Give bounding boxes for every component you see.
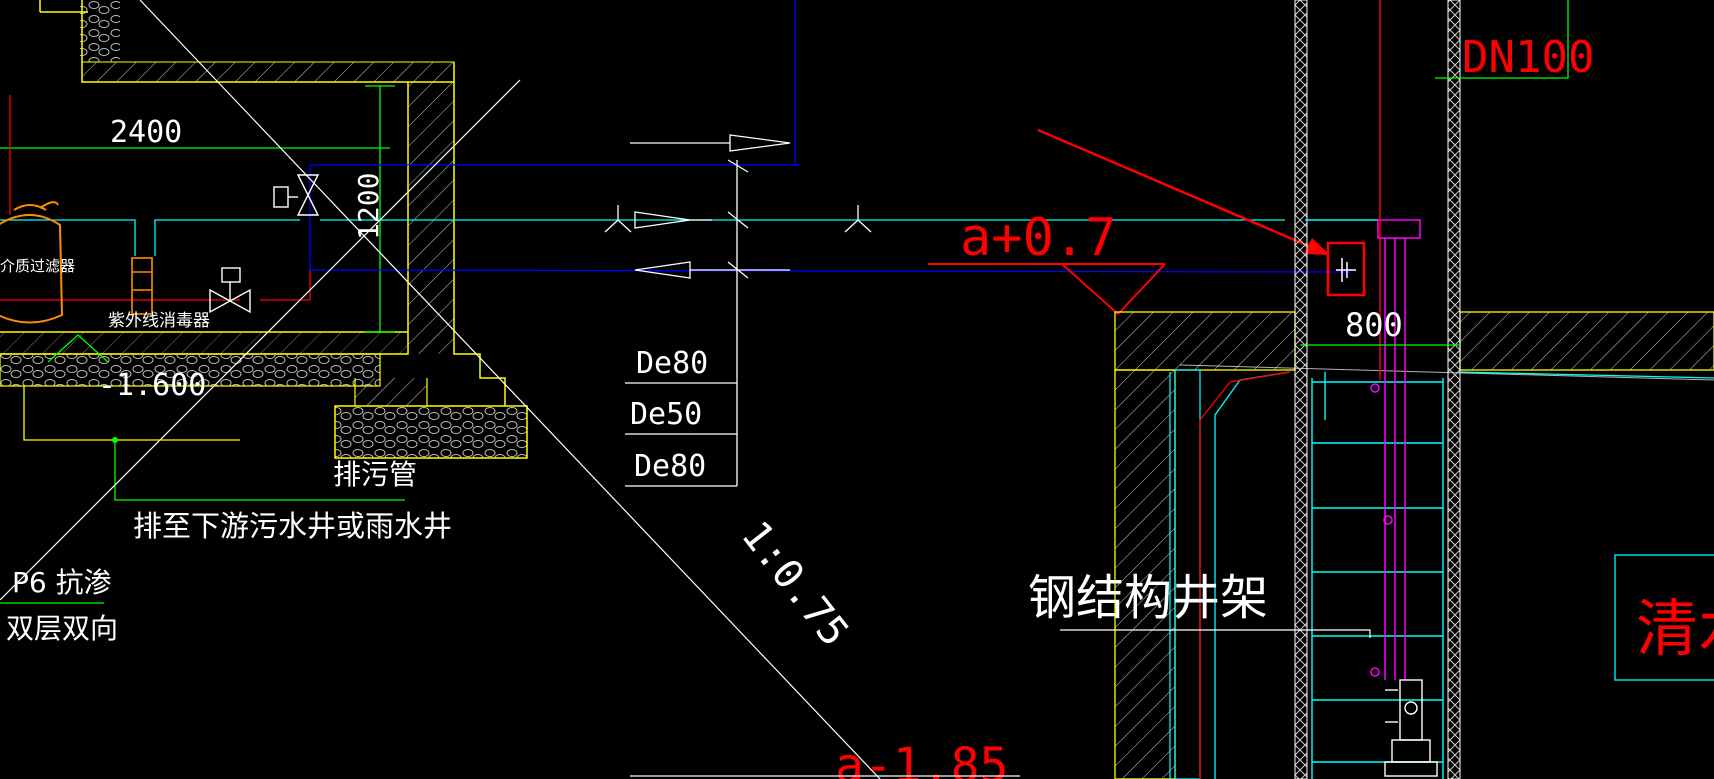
steel-frame-label: 钢结构井架 [1028,570,1268,626]
media-filter-icon [0,201,64,324]
pipe-de50-label: De50 [630,397,702,432]
uv-sterilizer-icon [131,257,153,315]
dim-1200-label: 1200 [352,173,385,240]
right-wall-hatch [408,82,454,354]
dim-2400-label: 2400 [110,115,182,150]
filter-label: 介质过滤器 [0,257,75,275]
double-layer-label: 双层双向 [6,612,118,645]
dim-800-label: 800 [1345,306,1403,344]
elev-bottom-label: a-1.85 [835,738,1008,779]
clear-water-label: 清水 [1636,592,1714,665]
submersible-pump-icon [1384,679,1438,777]
control-valve-icon [209,267,251,314]
elev-tank-label: -1.600 [98,368,206,403]
sewer-pipe-label: 排污管 [333,458,417,491]
elevation-marker: a+0.7 [928,208,1166,316]
highlight-box[interactable] [1326,241,1366,297]
sewer-dest-label: 排至下游污水井或雨水井 [133,509,452,543]
pump-well: DN100 800 钢结构井架 清水 [1028,0,1714,779]
gate-valve-icon [273,174,320,216]
pipe-de80-a-label: De80 [636,346,708,381]
pipe-legend: De80 De50 De80 1:0.75 a-1.85 [580,0,1285,779]
slope-label: 1:0.75 [732,513,857,655]
roof-slab [81,61,455,83]
pipe-de80-b-label: De80 [634,449,706,484]
elev-top-label: a+0.7 [960,208,1117,268]
wall-hatch-top [80,0,120,62]
dn100-label: DN100 [1462,32,1594,83]
uv-sterilizer-label: 紫外线消毒器 [108,311,210,331]
annotation-arrow [1037,128,1366,297]
p6-label: P6 抗渗 [12,566,112,599]
equipment-room: 2400 1200 -1.600 紫外线消毒器 介质过滤器 排污管 排至下游污水… [0,0,1351,779]
